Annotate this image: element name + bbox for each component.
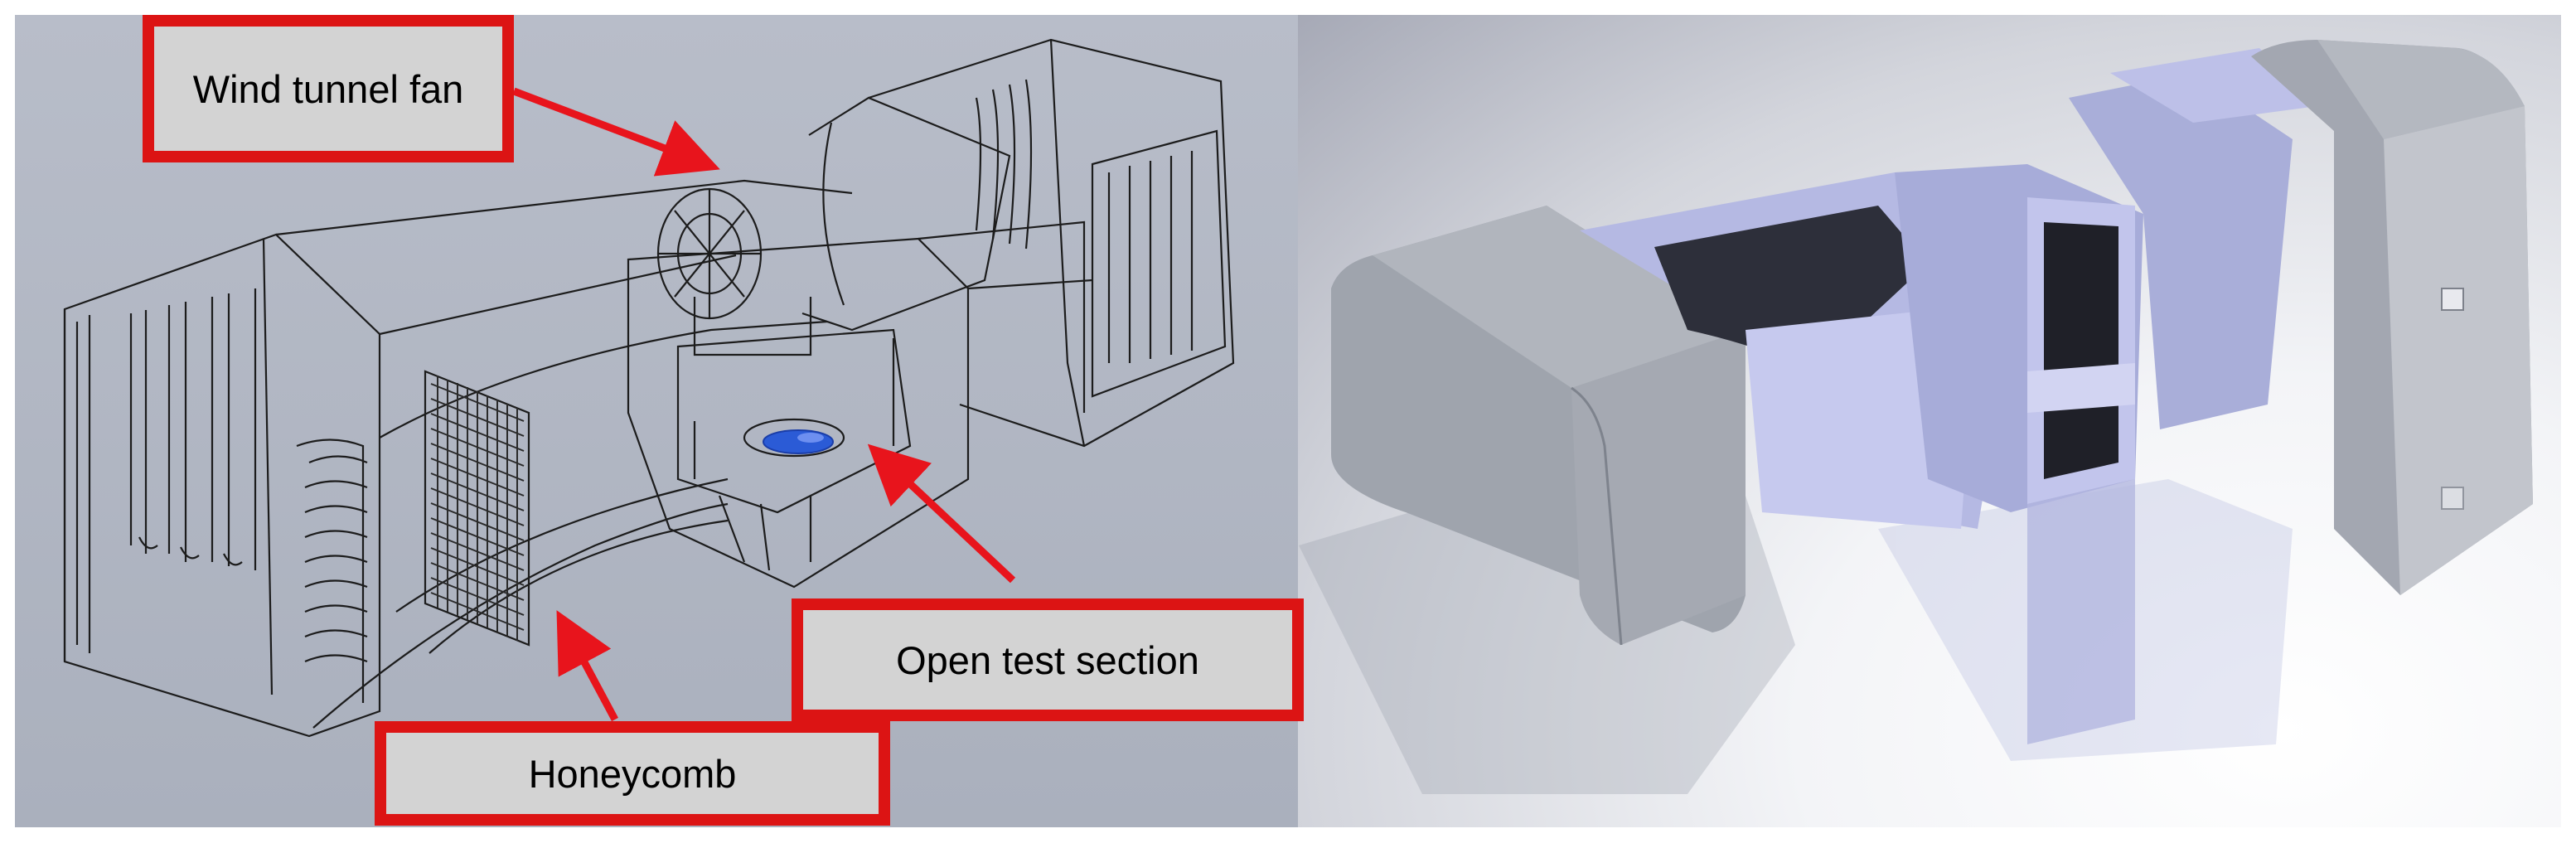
honeycomb-label-text: Honeycomb <box>528 751 737 796</box>
fan-label-text: Wind tunnel fan <box>192 66 464 111</box>
wind-tunnel-wireframe <box>63 38 1235 738</box>
wind-tunnel-render <box>1299 40 2533 794</box>
fan-callout: Wind tunnel fan <box>143 15 514 162</box>
test-model <box>763 429 834 454</box>
honeycomb-mesh <box>430 376 525 641</box>
test-section-callout: Open test section <box>792 598 1304 721</box>
rendered-view <box>1298 15 2561 827</box>
test-section-label-text: Open test section <box>896 637 1199 682</box>
honeycomb-callout: Honeycomb <box>375 721 890 826</box>
